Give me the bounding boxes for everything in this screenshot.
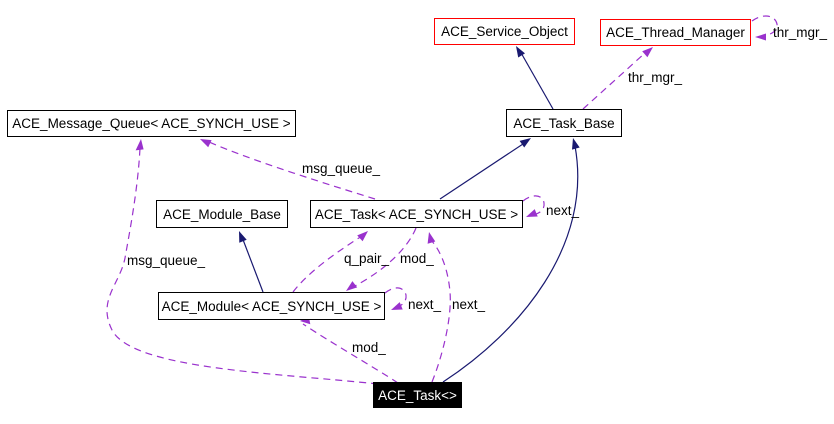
edge-label-next-current: next_ — [452, 297, 486, 312]
arrowhead-msg-queue-right — [200, 139, 212, 148]
edge-label-next-task-self: next_ — [546, 203, 580, 218]
node-ace-message-queue[interactable]: ACE_Message_Queue< ACE_SYNCH_USE > — [7, 110, 296, 137]
edge-thread-manager-self-loop — [751, 15, 778, 37]
edge-label-q-pair: q_pair_ — [344, 251, 390, 266]
node-ace-thread-manager[interactable]: ACE_Thread_Manager — [600, 19, 751, 46]
arrowhead-task-base-right — [572, 138, 580, 150]
arrowhead-thread-manager-bottom — [642, 47, 653, 58]
node-ace-task-base[interactable]: ACE_Task_Base — [506, 109, 622, 137]
arrowhead-task-bottom-next — [427, 232, 436, 244]
node-ace-task-current: ACE_Task<> — [373, 382, 462, 408]
edge-task-current-inherits-task-base — [442, 145, 579, 383]
arrowhead-task-self-next — [526, 209, 538, 217]
edge-task-base-inherits-service-object — [519, 50, 554, 110]
edge-label-mod-current: mod_ — [352, 340, 386, 355]
arrowhead-task-bottom-q-pair — [357, 231, 368, 242]
edge-task-synch-msg-queue — [208, 141, 376, 200]
edge-task-current-mod — [302, 323, 399, 384]
edge-task-synch-mod — [352, 227, 417, 288]
arrowhead-module-base — [239, 231, 247, 243]
arrowhead-module-self-next — [391, 302, 403, 310]
edge-module-synch-self-loop — [384, 287, 407, 309]
edge-label-thr-mgr-self: thr_mgr_ — [773, 25, 828, 40]
node-ace-module-base[interactable]: ACE_Module_Base — [156, 200, 288, 228]
edge-task-current-msg-queue — [106, 147, 379, 385]
arrowhead-service-object — [516, 46, 525, 58]
edge-label-thr-mgr: thr_mgr_ — [628, 70, 683, 85]
arrowhead-thread-manager-self — [755, 33, 766, 41]
edge-task-synch-self-loop — [522, 195, 545, 216]
edge-label-msg-queue-task: msg_queue_ — [302, 161, 381, 176]
edge-task-current-next — [430, 239, 451, 383]
edge-label-mod-task: mod_ — [400, 251, 434, 266]
edge-task-synch-inherits-task-base — [439, 141, 527, 200]
node-ace-module-synch-use[interactable]: ACE_Module< ACE_SYNCH_USE > — [158, 292, 385, 320]
edge-label-msg-queue-current: msg_queue_ — [127, 253, 206, 268]
edge-label-next-module-self: next_ — [408, 297, 442, 312]
arrowhead-module-top-mod — [346, 281, 358, 291]
edge-task-base-thr-mgr — [582, 52, 646, 110]
node-ace-service-object[interactable]: ACE_Service_Object — [434, 18, 575, 45]
arrowhead-task-base-left — [519, 138, 531, 148]
node-ace-task-synch-use[interactable]: ACE_Task< ACE_SYNCH_USE > — [310, 200, 523, 228]
edge-module-synch-inherits-module-base — [241, 236, 264, 293]
arrowhead-msg-queue-left — [135, 139, 144, 151]
